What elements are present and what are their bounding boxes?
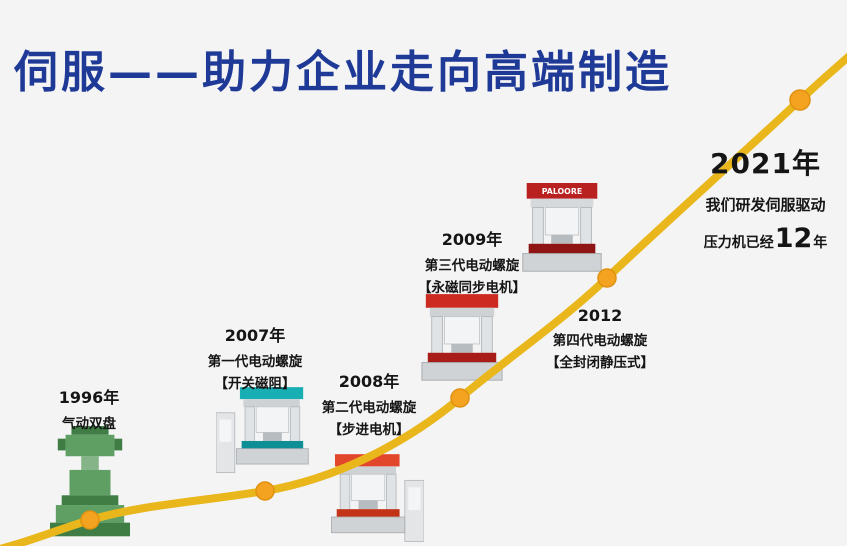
machine-part: [336, 509, 400, 518]
machine-part: [443, 316, 481, 345]
press-2012-illustration: PALOORE: [522, 183, 602, 272]
machine-part: [528, 243, 596, 254]
milestone-year: 2007年: [224, 326, 286, 345]
machine-2007-image: [216, 386, 310, 478]
press-2007-illustration: [216, 387, 309, 474]
machine-part: [241, 440, 304, 449]
machine-part: [57, 438, 66, 451]
milestone-line: 【开关磁阻】: [214, 376, 296, 393]
milestone-2009: 2009年 第三代电动螺旋 【永磁同步电机】: [402, 226, 542, 300]
milestone-line: 【全封闭静压式】: [546, 355, 654, 372]
machine-part: [65, 434, 115, 457]
highlight-line2-suffix: 年: [813, 235, 828, 251]
machine-part: [530, 198, 594, 208]
machine-part: [429, 307, 495, 317]
machine-part: [255, 406, 290, 433]
machine-part: [544, 207, 580, 236]
milestone-1996: 1996年 气动双盘: [26, 384, 152, 435]
machine-part: [81, 456, 99, 470]
milestone-line: 第二代电动螺旋: [321, 400, 417, 416]
machine-part: [243, 399, 300, 407]
milestone-2007: 2007年 第一代电动螺旋 【开关磁阻】: [190, 322, 320, 396]
machine-part: [219, 419, 232, 442]
machine-part: [236, 448, 309, 465]
milestone-line: 第四代电动螺旋: [552, 333, 648, 349]
machine-brand-label: PALOORE: [542, 187, 582, 196]
machine-part: [408, 487, 421, 511]
machine-part: [263, 432, 282, 441]
machine-part: [114, 438, 123, 451]
highlight-line1: 我们研发伺服驱动: [705, 196, 826, 214]
milestone-year: 2012: [577, 306, 623, 325]
machine-part: [331, 516, 406, 534]
milestone-2008: 2008年 第二代电动螺旋 【步进电机】: [304, 368, 434, 442]
machine-part: [551, 234, 573, 244]
milestone-marker-2021: [789, 89, 811, 111]
highlight-years-count: 12: [774, 223, 813, 254]
machine-part: [71, 426, 109, 435]
machine-part: [522, 253, 602, 272]
milestone-line: 【步进电机】: [328, 422, 410, 439]
machine-part: [338, 466, 397, 475]
milestone-marker-2007: [255, 481, 275, 501]
machine-2012-image: PALOORE: [516, 183, 608, 283]
machine-part: [427, 352, 497, 363]
machine-part: [239, 387, 304, 400]
highlight-line2: 压力机已经12年: [688, 223, 843, 254]
milestone-line: 第一代电动螺旋: [207, 354, 303, 370]
highlight-year: 2021年: [710, 147, 821, 180]
milestone-line: 气动双盘: [62, 416, 116, 432]
milestone-line: 【永磁同步电机】: [418, 280, 526, 297]
highlight-line2-prefix: 压力机已经: [703, 235, 774, 251]
machine-part: [451, 343, 473, 353]
page-title: 伺服——助力企业走向高端制造: [14, 47, 672, 98]
milestone-line: 第三代电动螺旋: [424, 258, 520, 274]
machine-part: [69, 469, 111, 496]
milestone-year: 1996年: [58, 388, 120, 407]
milestone-2012: 2012 第四代电动螺旋 【全封闭静压式】: [530, 306, 670, 375]
machine-part: [61, 495, 119, 506]
machine-part: [358, 500, 378, 510]
machine-part: [526, 183, 598, 199]
milestone-marker-2008: [450, 388, 470, 408]
milestone-year: 2009年: [441, 230, 503, 249]
milestone-marker-2012: [597, 268, 617, 288]
machine-part: [425, 294, 499, 308]
milestone-2021: 2021年 我们研发伺服驱动 压力机已经12年: [688, 142, 843, 254]
machine-part: [351, 473, 386, 501]
milestone-year: 2008年: [338, 372, 400, 391]
milestone-marker-1996: [80, 510, 100, 530]
